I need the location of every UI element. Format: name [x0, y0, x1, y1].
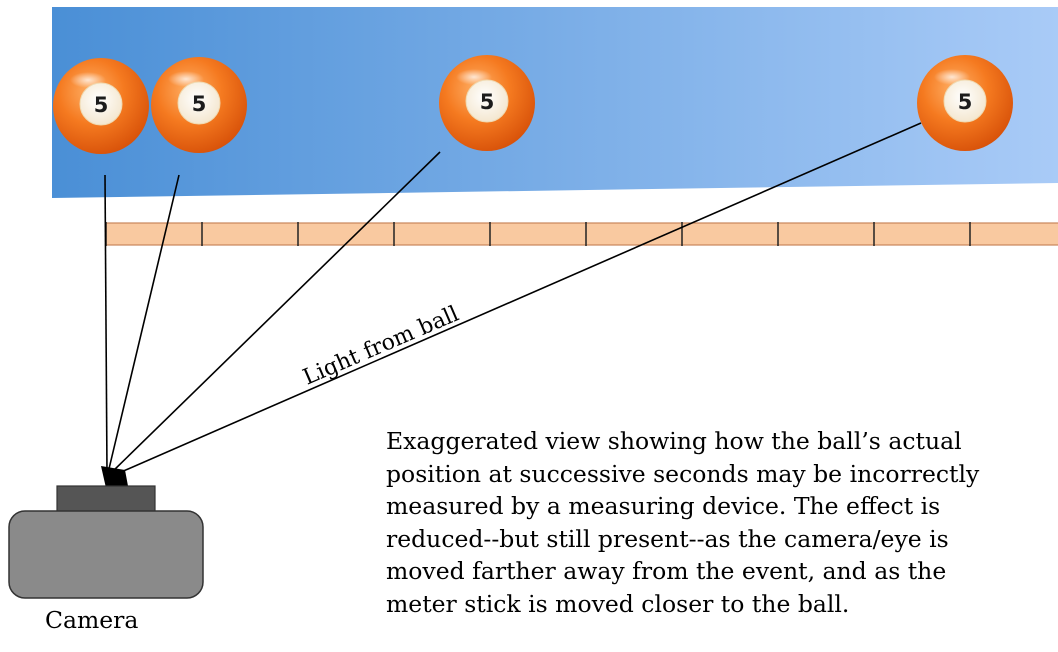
- camera-label: Camera: [45, 606, 139, 634]
- ball-3-number: 5: [480, 90, 495, 114]
- ball-1: 5: [53, 58, 149, 154]
- track-plane: [52, 7, 1058, 198]
- light-ray-2: [107, 174, 180, 474]
- ball-1-number: 5: [94, 93, 109, 117]
- light-ray-3: [109, 151, 441, 475]
- light-ray-1: [104, 174, 108, 474]
- ball-3: 5: [439, 55, 535, 151]
- light-ray-4: [111, 122, 922, 477]
- ball-4: 5: [917, 55, 1013, 151]
- diagram-caption: Exaggerated view showing how the ball’s …: [386, 427, 980, 618]
- ball-2-number: 5: [192, 92, 207, 116]
- ball-2: 5: [151, 57, 247, 153]
- ball-4-number: 5: [958, 90, 973, 114]
- light-label: Light from ball: [299, 302, 462, 391]
- camera-icon: [8, 466, 204, 599]
- meter-stick: [105, 222, 1058, 246]
